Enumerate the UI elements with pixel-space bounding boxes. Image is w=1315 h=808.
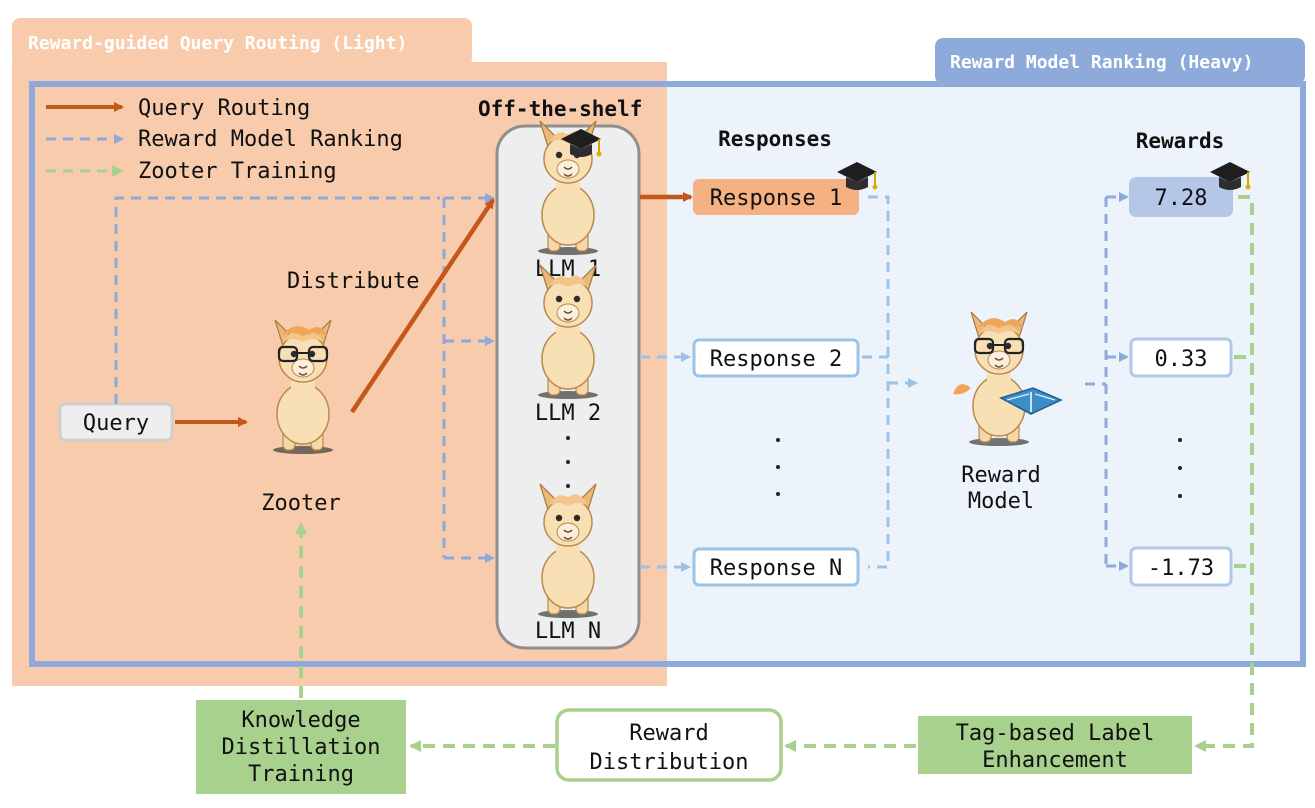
response-n-label: Response N xyxy=(710,556,842,581)
reward-n-value: -1.73 xyxy=(1148,556,1214,581)
reward-1-value: 7.28 xyxy=(1155,186,1208,211)
zooter-llama-icon xyxy=(272,319,334,455)
responses-ellipsis xyxy=(776,438,780,496)
legend-label-query-routing: Query Routing xyxy=(138,96,310,121)
reward-n-box xyxy=(1129,546,1233,587)
reward-model-label-line1: Reward xyxy=(961,463,1040,488)
heavy-panel-border xyxy=(29,81,1306,667)
heavy-panel-tab xyxy=(935,38,1305,84)
query-label: Query xyxy=(83,411,149,436)
response-1-box xyxy=(693,179,859,215)
legend-label-reward-model-ranking: Reward Model Ranking xyxy=(138,127,403,152)
query-ranking-path xyxy=(114,196,440,404)
response-n-box xyxy=(692,547,860,587)
distribute-label: Distribute xyxy=(287,269,419,294)
distribute-arrow xyxy=(350,198,495,414)
llms-header: Off-the-shelf xyxy=(478,97,642,121)
llmn-label: LLM N xyxy=(535,619,601,644)
kd-line3: Training xyxy=(248,762,354,787)
legend-label-zooter-training: Zooter Training xyxy=(138,159,337,184)
legend: Query Routing Reward Model Ranking Zoote… xyxy=(46,96,403,184)
reward-distribution-line1: Reward xyxy=(629,721,708,746)
reward-model-llama-icon xyxy=(953,311,1063,447)
response-1-label: Response 1 xyxy=(710,186,842,211)
reward-1-box xyxy=(1129,177,1233,217)
tag-label-enhancement-box xyxy=(918,716,1192,774)
llm2-label: LLM 2 xyxy=(535,401,601,426)
reward-model-label-line2: Model xyxy=(968,489,1034,514)
reward-2-box xyxy=(1129,337,1233,378)
knowledge-distillation-box xyxy=(196,700,406,794)
kd-line2: Distillation xyxy=(222,735,381,760)
response-2-box xyxy=(692,338,860,378)
response-2-label: Response 2 xyxy=(710,347,842,372)
rewards-to-tag-path xyxy=(1194,195,1254,752)
reward-distribution-box xyxy=(555,708,783,782)
rewards-header: Rewards xyxy=(1136,129,1225,153)
heavy-panel-title: Reward Model Ranking (Heavy) xyxy=(950,52,1253,73)
reward-distribution-line2: Distribution xyxy=(590,750,749,775)
tag-label-line2: Enhancement xyxy=(982,748,1128,773)
zooter-label: Zooter xyxy=(261,491,340,516)
llms-ellipsis xyxy=(566,436,570,488)
rewards-ellipsis xyxy=(1178,438,1182,498)
tag-label-line1: Tag-based Label xyxy=(956,721,1155,746)
reward-2-value: 0.33 xyxy=(1155,347,1208,372)
light-panel-title: Reward-guided Query Routing (Light) xyxy=(28,33,407,54)
kd-line1: Knowledge xyxy=(241,708,360,733)
responses-header: Responses xyxy=(718,127,832,151)
light-panel-tab xyxy=(12,18,472,66)
